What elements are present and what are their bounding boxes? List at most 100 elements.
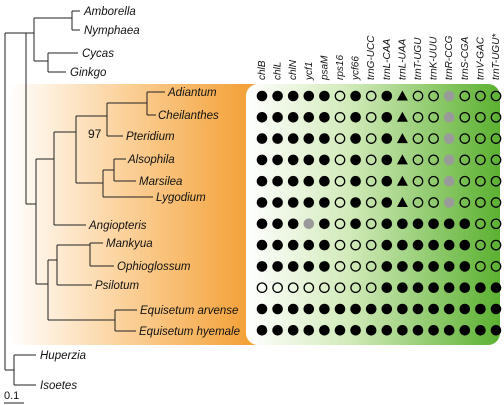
matrix-cell-1-chlb: [256, 90, 268, 102]
gene-header-trns-cga: trnS-CGA: [460, 36, 471, 80]
matrix-cell-7-rps16: [334, 218, 346, 230]
matrix-cell-12-trnv-gac: [475, 325, 486, 336]
matrix-cell-7-trnr-ccg: [443, 218, 455, 230]
matrix-cell-9-trnk-uuu: [428, 261, 439, 272]
matrix-cell-8-chln: [287, 239, 299, 251]
matrix-cell-9-trnt-ugu-: [490, 261, 502, 272]
matrix-cell-1-trnl-caa: [381, 90, 393, 102]
matrix-cell-12-trnl-caa: [381, 325, 393, 336]
taxon-label-marsilea: Marsilea: [139, 176, 182, 188]
matrix-cell-5-trng-ucc: [365, 175, 377, 187]
taxon-label-huperzia: Huperzia: [40, 350, 86, 362]
matrix-cell-10-ycf66: [350, 282, 361, 294]
matrix-cell-4-chlb: [256, 154, 268, 166]
matrix-cell-9-psam: [319, 261, 330, 272]
matrix-cell-3-chlb: [256, 133, 268, 144]
matrix-cell-1-trnl-uaa: [396, 90, 408, 101]
matrix-cell-8-chll: [272, 239, 283, 251]
matrix-cell-6-trnl-caa: [381, 197, 393, 208]
matrix-cell-4-trns-cga: [459, 154, 471, 166]
matrix-cell-1-rps16: [334, 90, 346, 102]
matrix-cell-1-chln: [287, 90, 299, 102]
matrix-cell-6-trng-ucc: [365, 197, 377, 208]
scale-bar-label: 0.1: [4, 390, 19, 402]
matrix-cell-10-trnl-uaa: [397, 282, 408, 294]
gene-header-trnt-ugu: trnT-UGU: [413, 37, 424, 80]
taxon-label-ophioglossum: Ophioglossum: [117, 261, 191, 273]
matrix-cell-12-psam: [319, 325, 330, 336]
matrix-cell-4-trng-ucc: [365, 154, 377, 166]
matrix-cell-12-trnl-uaa: [397, 325, 408, 336]
matrix-cell-11-trnt-ugu: [412, 303, 424, 315]
gene-header-trnl-caa: trnL-CAA: [382, 39, 393, 80]
taxon-label-cheilanthes: Cheilanthes: [158, 110, 219, 122]
matrix-cell-12-trns-cga: [459, 325, 471, 336]
matrix-cell-2-psam: [319, 112, 330, 123]
matrix-cell-5-trnt-ugu-: [490, 175, 502, 187]
matrix-cell-9-ycf66: [350, 261, 361, 272]
matrix-cell-11-trnr-ccg: [443, 303, 455, 315]
matrix-cell-9-chll: [272, 261, 283, 272]
matrix-cell-12-rps16: [334, 325, 346, 336]
matrix-cell-3-ycf66: [350, 133, 361, 144]
matrix-cell-2-trnk-uuu: [428, 111, 439, 123]
matrix-cell-10-trnk-uuu: [428, 282, 439, 294]
matrix-cell-9-trnl-uaa: [397, 261, 408, 272]
matrix-cell-2-trns-cga: [459, 111, 471, 123]
matrix-cell-2-trnl-uaa: [396, 111, 408, 122]
matrix-cell-1-trns-cga: [459, 90, 471, 102]
matrix-cell-5-trnl-caa: [381, 175, 393, 187]
matrix-cell-8-trnt-ugu: [412, 239, 424, 251]
matrix-cell-9-trnl-caa: [381, 261, 393, 272]
matrix-cell-4-psam: [319, 154, 330, 166]
taxon-label-lygodium: Lygodium: [156, 192, 206, 204]
gene-header-chll: chlL: [273, 62, 284, 80]
matrix-cell-9-rps16: [334, 261, 346, 272]
matrix-cell-10-chll: [272, 282, 283, 294]
matrix-cell-4-trnv-gac: [475, 154, 486, 166]
taxon-label-equisetum-arvense: Equisetum arvense: [140, 305, 238, 317]
matrix-cell-2-chll: [272, 112, 283, 123]
matrix-cell-10-chln: [287, 282, 299, 294]
matrix-cell-7-ycf1: [303, 218, 315, 230]
matrix-cell-2-ycf66: [350, 112, 361, 123]
matrix-cell-5-ycf1: [303, 175, 315, 187]
gene-header-psam: psaM: [319, 55, 330, 81]
matrix-cell-10-trnt-ugu: [412, 282, 424, 294]
matrix-cell-7-trnl-uaa: [397, 218, 408, 230]
matrix-cell-6-trnl-uaa: [396, 197, 408, 207]
matrix-cell-7-trnl-caa: [381, 218, 393, 230]
matrix-cell-4-rps16: [334, 154, 346, 166]
matrix-cell-8-rps16: [334, 239, 346, 251]
matrix-cell-2-trnr-ccg: [443, 112, 455, 123]
matrix-cell-8-trnt-ugu-: [490, 239, 502, 251]
taxon-label-angiopteris: Angiopteris: [88, 220, 147, 232]
matrix-cell-11-trnl-caa: [381, 303, 393, 315]
matrix-cell-8-psam: [319, 239, 330, 251]
taxon-labels: Amborella Nymphaea Cycas Ginkgo Adiantum…: [40, 6, 240, 392]
matrix-cell-3-trnt-ugu-: [490, 133, 502, 144]
matrix-cell-3-ycf1: [303, 133, 315, 144]
matrix-cell-11-chll: [272, 303, 283, 315]
matrix-cell-11-trng-ucc: [365, 303, 377, 315]
gene-header-rps16: rps16: [335, 55, 346, 80]
matrix-cell-2-trnt-ugu: [412, 111, 424, 123]
matrix-cell-6-ycf1: [303, 197, 315, 208]
matrix-cell-4-ycf66: [350, 154, 361, 166]
matrix-cell-9-trnr-ccg: [443, 261, 455, 272]
matrix-cell-1-trnt-ugu-: [490, 90, 502, 102]
matrix-cell-7-chln: [287, 218, 299, 230]
taxon-label-pteridium: Pteridium: [126, 131, 175, 143]
matrix-cell-6-trns-cga: [459, 197, 471, 208]
matrix-cell-5-trnv-gac: [475, 175, 486, 187]
matrix-cell-5-trnt-ugu: [412, 175, 424, 187]
matrix-cell-9-chlb: [256, 261, 268, 272]
matrix-cell-8-trng-ucc: [365, 239, 377, 251]
matrix-cell-2-trnl-caa: [381, 112, 393, 123]
matrix-cell-3-trns-cga: [459, 133, 471, 144]
matrix-cell-6-rps16: [334, 197, 346, 208]
matrix-cell-3-trnl-uaa: [396, 133, 408, 144]
matrix-cell-7-trnk-uuu: [428, 218, 439, 230]
taxon-label-adiantum: Adiantum: [167, 87, 217, 99]
matrix-cell-2-rps16: [334, 111, 346, 123]
